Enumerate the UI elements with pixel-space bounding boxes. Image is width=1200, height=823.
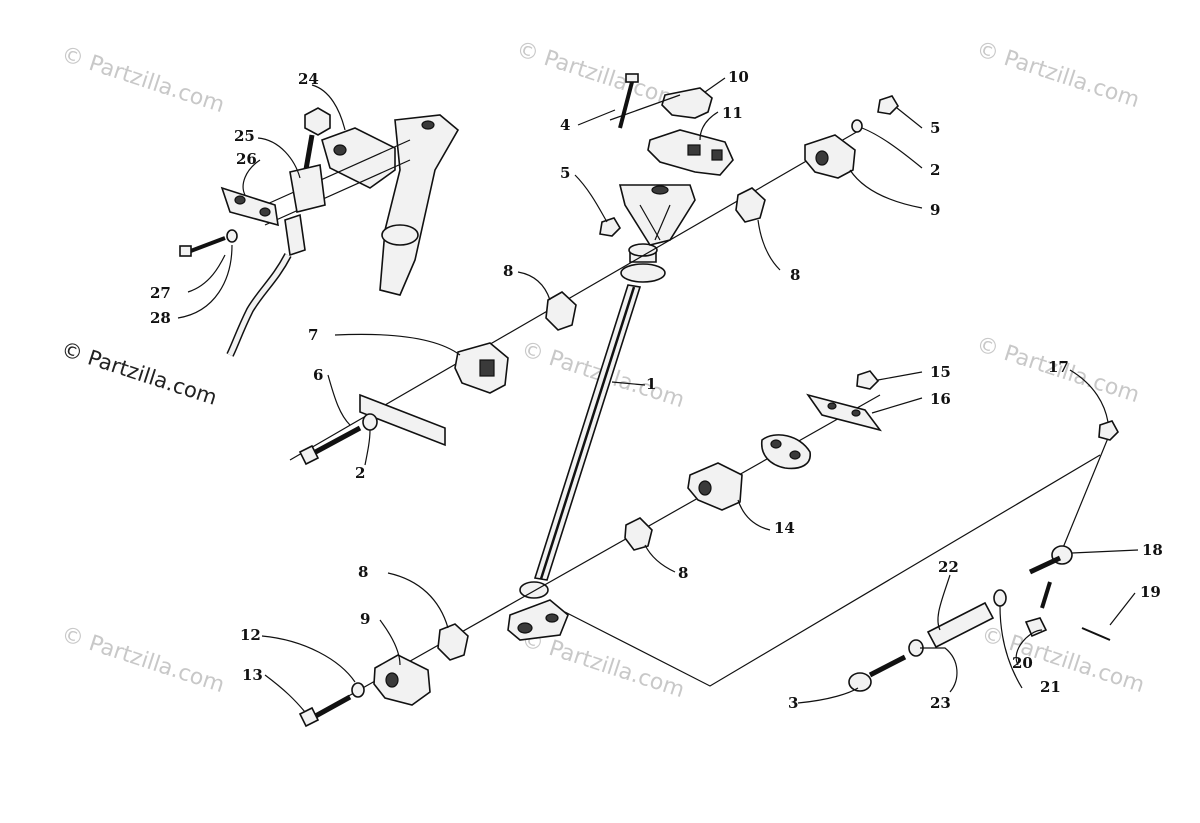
callout-label: 13 [242,666,263,684]
watermark: © Partzilla.com [58,42,227,118]
clamp-9-lower [373,654,431,706]
leader-lines [177,77,1139,713]
callout-label: 14 [774,519,795,537]
watermark: © Partzilla.com [58,622,227,698]
callout-label: 8 [358,563,368,581]
callout-label: 5 [560,164,570,182]
watermark: © Partzilla.com [513,37,682,113]
callout-label: 23 [930,694,951,712]
callout-label: 11 [722,104,743,122]
tie-rod-guide-lines [564,454,1101,687]
callout-label: 2 [930,161,940,179]
link-plate [760,434,811,470]
callout-label: 19 [1140,583,1161,601]
callout-label: 21 [1040,678,1061,696]
bolt-4 [625,73,639,83]
pitman-arm [507,599,569,641]
mounting-plate [359,393,446,447]
steering-post [507,184,696,641]
callout-label: 7 [308,326,318,344]
callout-label: 28 [150,309,171,327]
callout-label: 1 [646,375,656,393]
callout-label: 9 [930,201,940,219]
callout-label: 17 [1048,358,1069,376]
watermark: © Partzilla.com [518,627,687,703]
callout-label: 24 [298,70,319,88]
upper-clamp-parts [599,73,734,237]
callout-label: 9 [360,610,370,628]
callout-label: 12 [240,626,261,644]
nut-17 [1098,420,1119,441]
washer-12 [351,682,365,698]
bushing-8-bottom [437,623,469,661]
callout-label: 15 [930,363,951,381]
callout-label: 5 [930,119,940,137]
callout-label: 3 [788,694,798,712]
rod-end-3 [848,672,872,692]
knob-barrel [289,164,326,213]
callout-label: 22 [938,558,959,576]
watermark: © Partzilla.com [973,37,1142,113]
nut-15 [856,370,880,390]
callout-label: 2 [355,464,365,482]
bracket-24 [321,127,396,189]
clamp-cap-10 [661,87,713,119]
callout-label: 18 [1142,541,1163,559]
bushing-8-upper [735,187,766,223]
support-post [379,114,460,296]
bushing-8-mid [545,291,577,331]
bolt-13 [298,706,320,728]
callout-label: 6 [313,366,323,384]
callout-label: 20 [1012,654,1033,672]
callout-label: 8 [790,266,800,284]
washer-2-upper [851,119,863,133]
knob-assembly [179,107,460,357]
callout-label: 8 [678,564,688,582]
callout-label: 26 [236,150,257,168]
clamp-9-upper [804,134,856,179]
knob-25 [304,107,331,136]
callout-label: 25 [234,127,255,145]
clamp-14 [687,462,743,511]
nut-5-upper [877,95,900,115]
clamp-26 [220,186,279,227]
callout-label: 8 [503,262,513,280]
callout-label: 16 [930,390,951,408]
callout-label: 10 [728,68,749,86]
watermark-main: © Partzilla.com [58,337,220,410]
watermark: © Partzilla.com [978,622,1147,698]
callout-label: 4 [560,116,570,134]
bushing-8-lower [624,517,653,551]
washer-28 [226,229,238,243]
plate-16 [806,393,883,432]
nut-21 [993,589,1007,607]
callout-labels: 1 2 2 3 4 5 5 6 7 8 8 8 8 9 9 10 11 12 1… [150,68,1163,712]
bolt-27 [179,245,192,257]
sleeve-22 [926,601,995,649]
nut-5 [599,217,622,237]
washer-2-left [362,413,378,431]
upper-flange [620,263,666,283]
bolt-20 [1024,617,1048,638]
bolt-6 [298,444,320,466]
callout-label: 27 [150,284,171,302]
